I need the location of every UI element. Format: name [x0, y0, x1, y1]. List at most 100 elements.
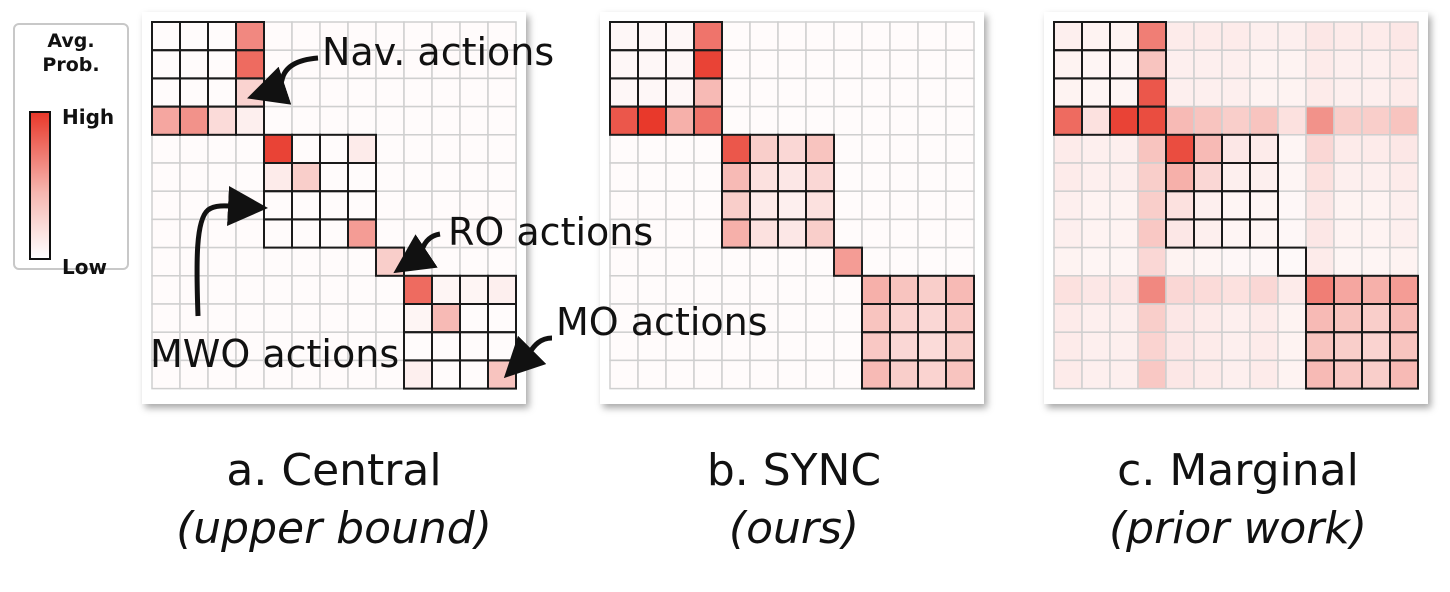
- heatmap-cell: [263, 105, 293, 136]
- heatmap-cell: [637, 359, 667, 390]
- heatmap-cell: [609, 162, 639, 192]
- heatmap-cell: [833, 303, 863, 333]
- heatmap-cell: [1193, 21, 1223, 51]
- heatmap-cell: [945, 105, 975, 136]
- heatmap-cell: [403, 162, 433, 192]
- heatmap-cell: [665, 49, 695, 80]
- heatmap-cell: [1389, 105, 1419, 136]
- block-cell-outline: [1137, 105, 1167, 136]
- heatmap-cell: [1333, 21, 1363, 51]
- heatmap-cell: [1165, 331, 1195, 362]
- heatmap-cell: [637, 134, 667, 164]
- block-cell-outline: [693, 105, 723, 136]
- heatmap-cell: [347, 77, 377, 108]
- heatmap-cell: [1389, 246, 1419, 277]
- heatmap-cell: [665, 275, 695, 305]
- ro-actions-label: RO actions: [448, 210, 654, 254]
- heatmap-cell: [805, 359, 835, 390]
- heatmap-cell: [889, 246, 919, 277]
- heatmap-cell: [917, 77, 947, 108]
- heatmap-cell: [637, 162, 667, 192]
- heatmap-cell: [917, 331, 947, 362]
- legend: Avg. Prob. High Low: [13, 23, 129, 279]
- heatmap-cell: [1221, 21, 1251, 51]
- caption-sync-title: b. SYNC: [706, 445, 882, 496]
- heatmap-cell: [1109, 190, 1139, 221]
- heatmap-cell: [1081, 218, 1111, 249]
- block-cell-outline: [1389, 359, 1419, 390]
- heatmap-cell: [721, 331, 751, 362]
- heatmap-cell: [291, 331, 321, 362]
- legend-title: Avg. Prob.: [42, 30, 100, 76]
- heatmap-cell: [805, 49, 835, 80]
- heatmap-cell: [487, 218, 517, 249]
- heatmap-cell: [889, 190, 919, 221]
- heatmap-cell: [1081, 246, 1111, 277]
- heatmap-cell: [459, 218, 489, 249]
- heatmap-cell: [319, 77, 349, 108]
- heatmap-cell: [861, 134, 891, 164]
- heatmap-cell: [1193, 77, 1223, 108]
- heatmap-cell: [945, 218, 975, 249]
- legend-color-bar: [29, 111, 51, 260]
- heatmap-cell: [1221, 134, 1251, 164]
- heatmap-cell: [833, 134, 863, 164]
- heatmap-cell: [693, 246, 723, 277]
- heatmap-cell: [1305, 49, 1335, 80]
- mo-arrow: [503, 335, 553, 379]
- heatmap-cell: [431, 162, 461, 192]
- block-cell-outline: [945, 359, 975, 390]
- heatmap-cell: [235, 134, 265, 164]
- heatmap-cell: [889, 105, 919, 136]
- heatmap-cell: [945, 246, 975, 277]
- heatmap-cell: [375, 49, 405, 80]
- heatmap-cell: [207, 359, 237, 390]
- heatmap-cell: [693, 359, 723, 390]
- heatmap-cell: [805, 162, 835, 192]
- heatmap-cell: [749, 359, 779, 390]
- heatmap-cell: [319, 134, 349, 164]
- block-cell-outline: [1249, 218, 1279, 249]
- block-cell-outline: [833, 246, 863, 277]
- heatmap-cell: [347, 359, 377, 390]
- heatmap-panel-marginal: [1044, 12, 1428, 404]
- heatmap-cell: [1361, 77, 1391, 108]
- heatmap-cell: [1053, 134, 1083, 164]
- nav-arrow: [247, 55, 319, 105]
- heatmap-cell: [151, 134, 181, 164]
- heatmap-cell: [319, 331, 349, 362]
- heatmap-cell: [777, 77, 807, 108]
- legend-low-label: Low: [62, 255, 107, 279]
- heatmap-cell: [1333, 190, 1363, 221]
- heatmap-cell: [1109, 275, 1139, 305]
- heatmap-cell: [319, 21, 349, 51]
- heatmap-cell: [431, 134, 461, 164]
- heatmap-cell: [487, 21, 517, 51]
- heatmap-cell: [749, 275, 779, 305]
- heatmap-cell: [1137, 303, 1167, 333]
- heatmap-cell: [487, 77, 517, 108]
- heatmap-cell: [263, 359, 293, 390]
- heatmap-cell: [1165, 77, 1195, 108]
- legend-high-label: High: [62, 105, 115, 129]
- heatmap-cell: [179, 275, 209, 305]
- heatmap-cell: [665, 359, 695, 390]
- heatmap-cell: [1305, 77, 1335, 108]
- heatmap-cell: [375, 21, 405, 51]
- heatmap-cell: [319, 275, 349, 305]
- heatmap-cell: [1109, 246, 1139, 277]
- heatmap-cell: [945, 77, 975, 108]
- heatmap-cell: [235, 275, 265, 305]
- heatmap-cell: [637, 275, 667, 305]
- heatmap-cell: [861, 21, 891, 51]
- heatmap-cell: [487, 105, 517, 136]
- heatmap-cell: [637, 246, 667, 277]
- heatmap-cell: [777, 162, 807, 192]
- heatmap-cell: [1081, 359, 1111, 390]
- heatmap-cell: [609, 275, 639, 305]
- heatmap-cell: [319, 49, 349, 80]
- heatmap-cell: [749, 77, 779, 108]
- heatmap-cell: [721, 105, 751, 136]
- heatmap-cell: [861, 275, 891, 305]
